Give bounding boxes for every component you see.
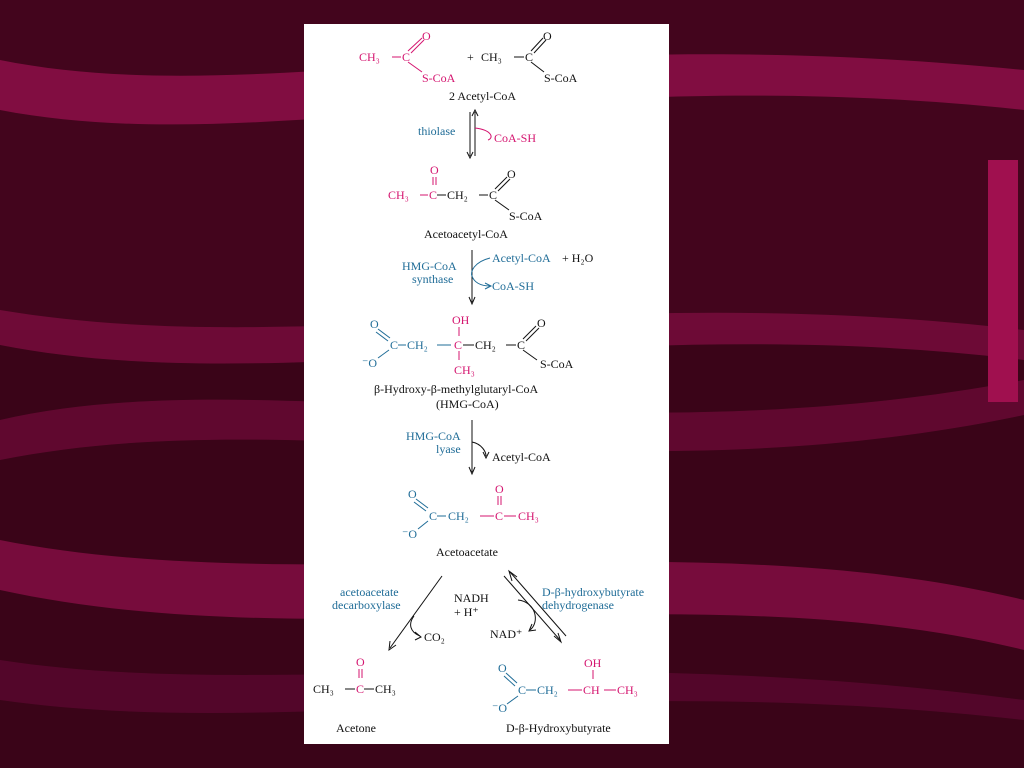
carboxylate-oxygen: O: [498, 661, 507, 675]
enzyme-label-thiolase: thiolase: [418, 124, 455, 138]
ketone-carbon: C: [429, 188, 437, 202]
compound-name-hmg-coa-abbrev: (HMG-CoA): [436, 397, 499, 411]
proton-input: + H⁺: [454, 605, 479, 619]
co2-released: CO₂: [424, 630, 445, 644]
beta-carbon: C: [454, 338, 462, 352]
compound-name-hmg-coa: β-Hydroxy-β-methylglutaryl-CoA: [374, 382, 539, 396]
nadh-input: NADH: [454, 591, 489, 605]
enzyme-label-dehydrogenase: dehydrogenase: [542, 598, 614, 612]
methyl-group: CH₃: [617, 683, 638, 697]
compound-name-hydroxybutyrate: D-β-Hydroxybutyrate: [506, 721, 611, 735]
methyl-group: CH₃: [359, 50, 380, 64]
methyl-group: CH₃: [481, 50, 502, 64]
ketone-oxygen: O: [495, 482, 504, 496]
carboxyl-carbon: C: [429, 509, 437, 523]
thioester-oxygen: O: [507, 167, 516, 181]
carboxylate-anion: ⁻O: [492, 701, 507, 715]
coa-sh-released: CoA-SH: [492, 279, 534, 293]
carbonyl-carbon: C: [402, 50, 410, 64]
carbonyl-carbon: C: [525, 50, 533, 64]
hmg-coa-structure: O ⁻O C CH₂ OH C CH₃ CH₂ C O S-CoA: [362, 313, 574, 377]
methyl-group: CH₃: [518, 509, 539, 523]
acetoacetate-structure: O ⁻O C CH₂ O C CH₃: [402, 482, 539, 541]
ketone-body-pathway-diagram: CH₃ C O S-CoA + CH₃ C O S-CoA 2 Acetyl-C…: [313, 29, 644, 735]
enzyme-label-decarboxylase: acetoacetate: [340, 585, 399, 599]
diagram-panel: CH₃ C O S-CoA + CH₃ C O S-CoA 2 Acetyl-C…: [304, 24, 669, 744]
methylene-group: CH₂: [537, 683, 558, 697]
compound-name-acetyl-coa: 2 Acetyl-CoA: [449, 89, 516, 103]
plus-sign: +: [467, 50, 474, 64]
methylene-group: CH₂: [407, 338, 428, 352]
acetyl-coa-right: CH₃ C O S-CoA: [481, 29, 578, 85]
ketone-carbon: C: [356, 682, 364, 696]
enzyme-label-hmg-coa-lyase: lyase: [436, 442, 461, 456]
acetyl-coa-left: CH₃ C O S-CoA: [359, 29, 456, 85]
compound-name-acetoacetyl-coa: Acetoacetyl-CoA: [424, 227, 508, 241]
compound-name-acetone: Acetone: [336, 721, 376, 735]
acetoacetyl-coa-structure: O CH₃ C CH₂ C O S-CoA: [388, 163, 543, 223]
thioester-coa: S-CoA: [509, 209, 543, 223]
enzyme-label-decarboxylase: decarboxylase: [332, 598, 401, 612]
water-input: + H₂O: [562, 251, 594, 265]
hydroxyl-group: OH: [584, 656, 602, 670]
carboxylate-anion: ⁻O: [362, 356, 377, 370]
thioester-coa: S-CoA: [540, 357, 574, 371]
methylene-group: CH₂: [448, 509, 469, 523]
carboxylate-oxygen: O: [408, 487, 417, 501]
acetyl-coa-input: Acetyl-CoA: [492, 251, 551, 265]
hydroxybutyrate-structure: O ⁻O C CH₂ OH CH CH₃: [492, 656, 638, 715]
thioester-coa: S-CoA: [422, 71, 456, 85]
enzyme-label-hmg-coa-synthase: synthase: [412, 272, 453, 286]
carboxyl-carbon: C: [518, 683, 526, 697]
carboxylate-oxygen: O: [370, 317, 379, 331]
acetone-structure: O CH₃ C CH₃: [313, 655, 396, 696]
thioester-carbon: C: [489, 188, 497, 202]
methyl-group: CH₃: [313, 682, 334, 696]
ketone-oxygen: O: [356, 655, 365, 669]
background-bar: [988, 160, 1018, 402]
methylene-group: CH₂: [475, 338, 496, 352]
carbonyl-oxygen: O: [422, 29, 431, 43]
thioester-carbon: C: [517, 338, 525, 352]
thioester-oxygen: O: [537, 316, 546, 330]
thioester-coa: S-CoA: [544, 71, 578, 85]
carboxyl-carbon: C: [390, 338, 398, 352]
ketone-carbon: C: [495, 509, 503, 523]
methyl-group: CH₃: [388, 188, 409, 202]
nad-released: NAD⁺: [490, 627, 522, 641]
reversible-arrow: [503, 569, 567, 644]
methine-group: CH: [583, 683, 600, 697]
carbonyl-oxygen: O: [543, 29, 552, 43]
ketone-oxygen: O: [430, 163, 439, 177]
compound-name-acetoacetate: Acetoacetate: [436, 545, 498, 559]
methylene-group: CH₂: [447, 188, 468, 202]
acetyl-coa-released: Acetyl-CoA: [492, 450, 551, 464]
methyl-group: CH₃: [375, 682, 396, 696]
enzyme-label-hmg-coa-synthase: HMG-CoA: [402, 259, 457, 273]
coa-sh-released: CoA-SH: [494, 131, 536, 145]
enzyme-label-hmg-coa-lyase: HMG-CoA: [406, 429, 461, 443]
reversible-arrow: [466, 108, 479, 160]
methyl-group: CH₃: [454, 363, 475, 377]
hydroxyl-group: OH: [452, 313, 470, 327]
carboxylate-anion: ⁻O: [402, 527, 417, 541]
enzyme-label-dehydrogenase: D-β-hydroxybutyrate: [542, 585, 644, 599]
